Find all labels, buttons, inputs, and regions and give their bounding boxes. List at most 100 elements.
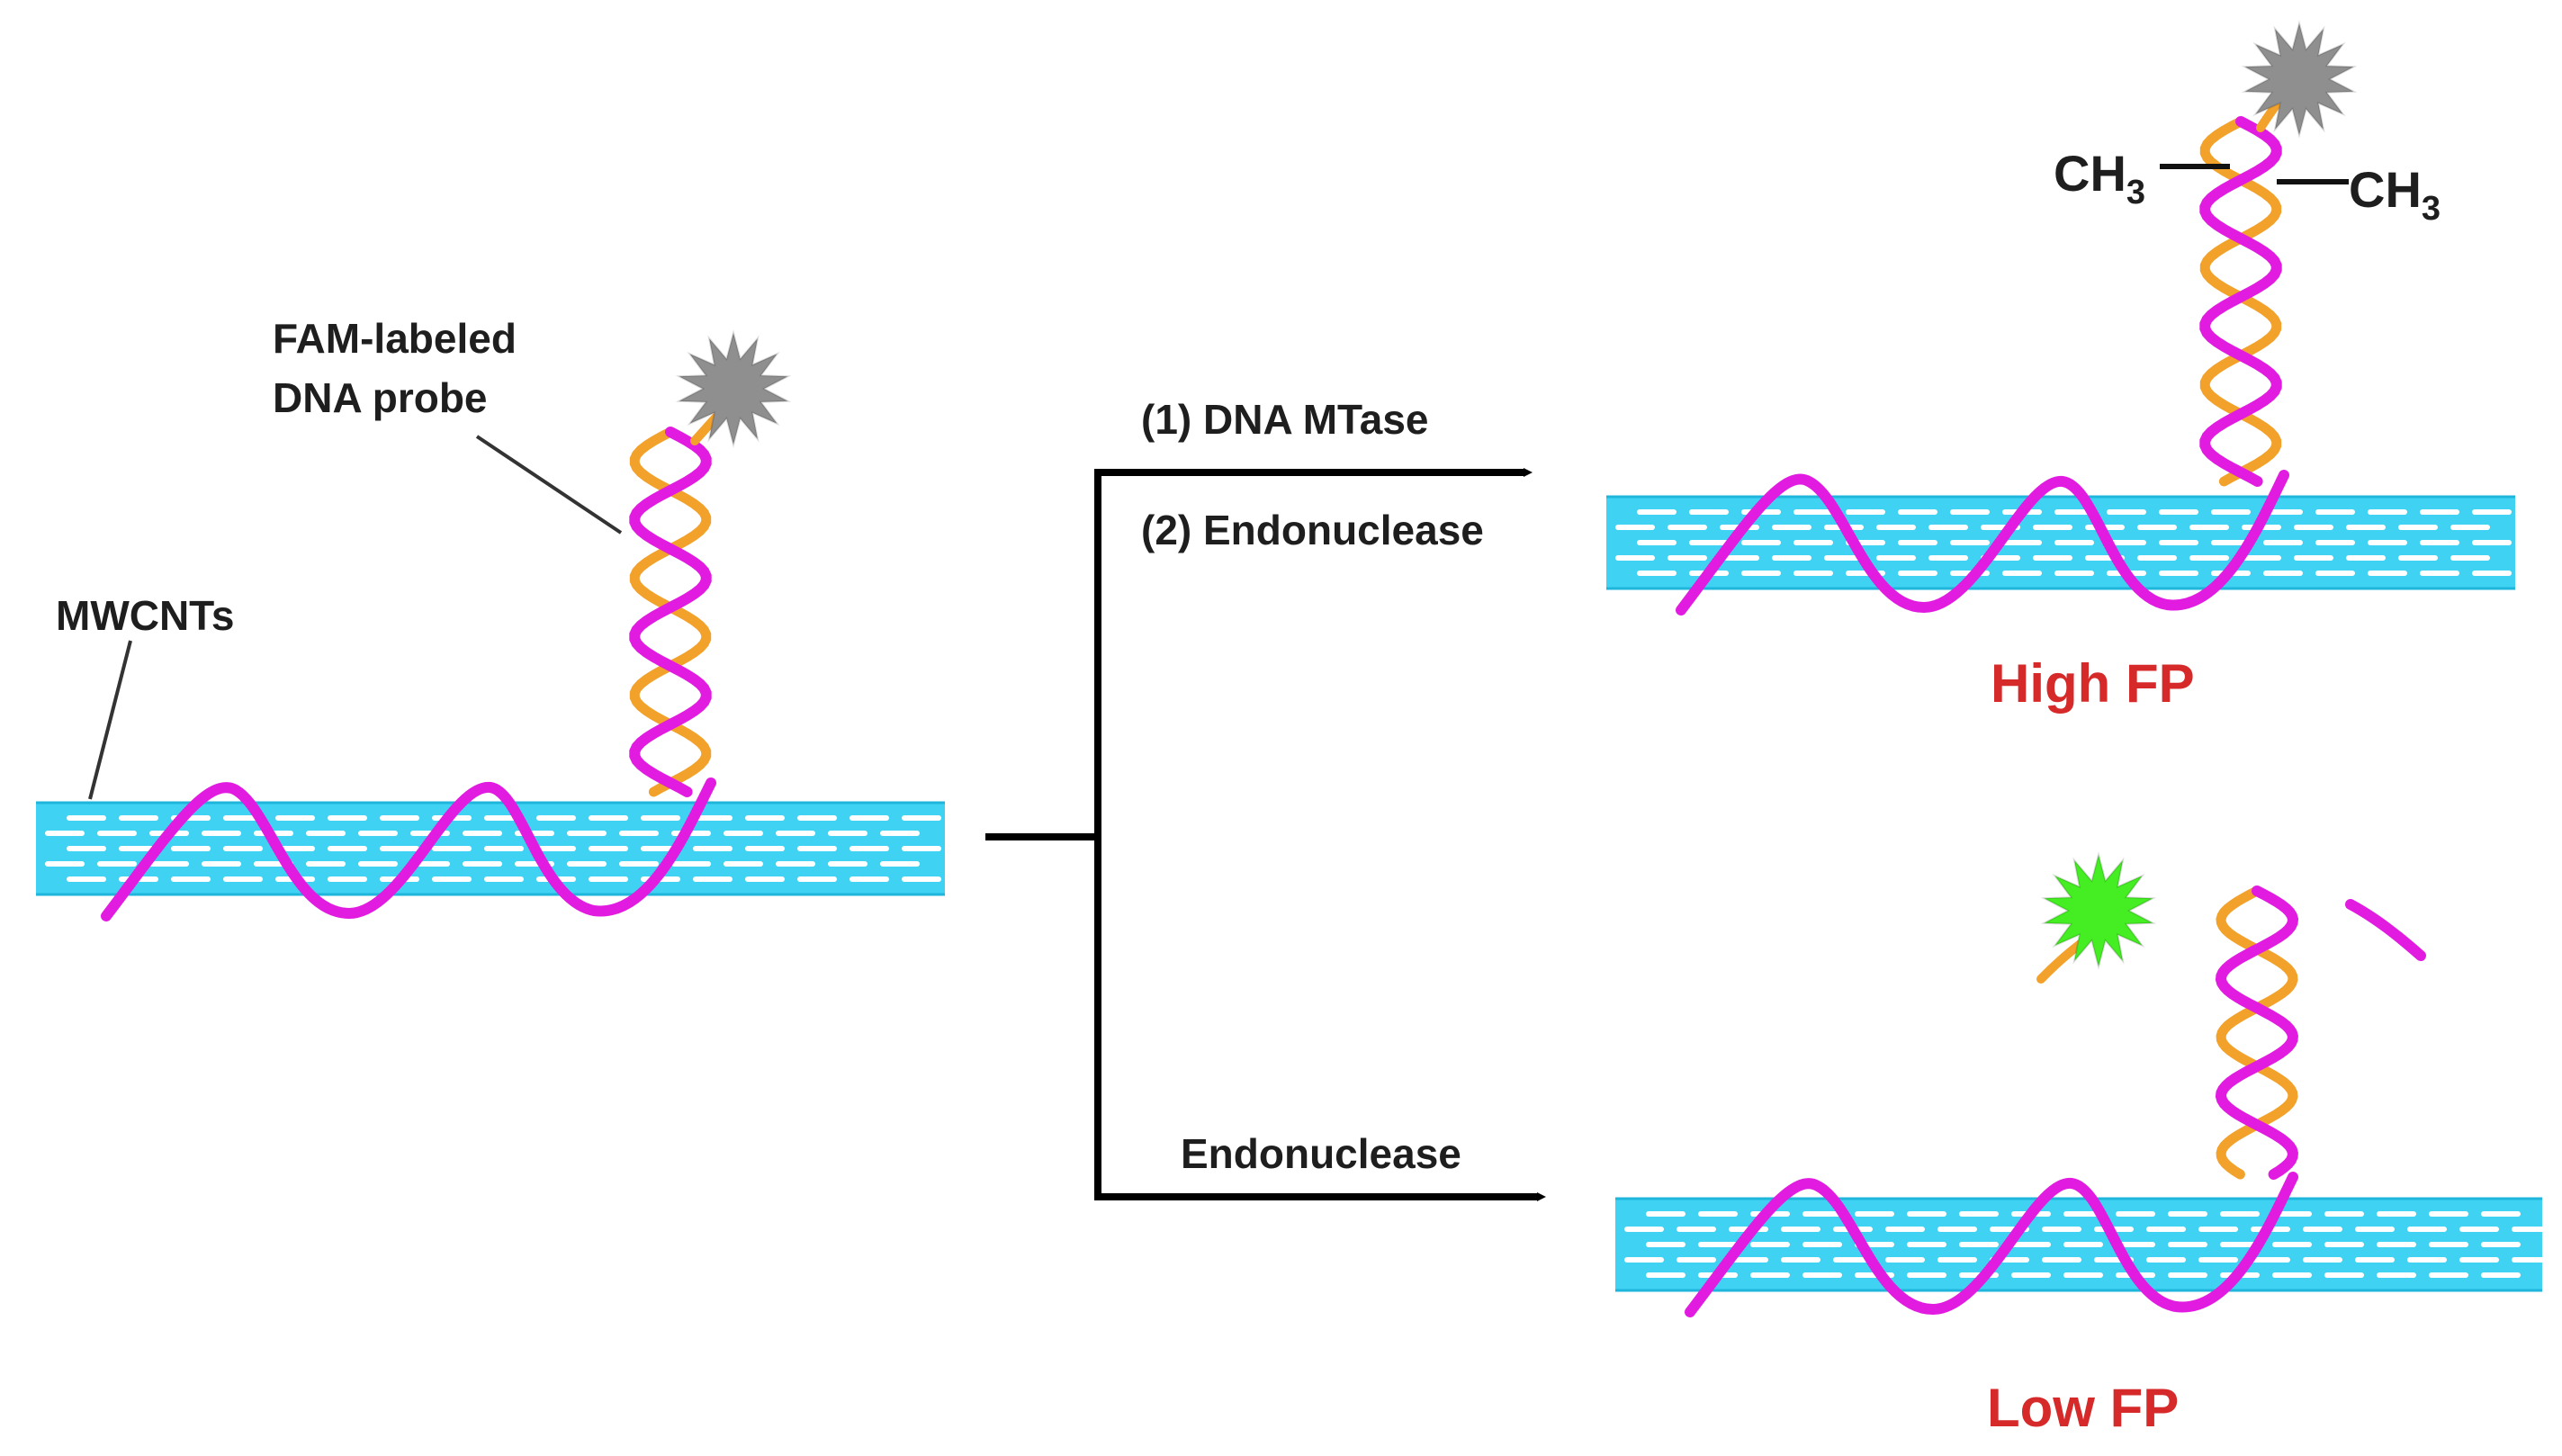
nanotube-stripe [1772,525,1811,530]
nanotube-stripe [2512,1257,2551,1263]
nanotube-stripe [2294,525,2333,530]
nanotube-stripe [693,876,733,882]
nanotube-stripe [1898,571,1937,576]
nanotube-stripe [1637,571,1677,576]
fluorophore-star-icon [2241,20,2358,139]
nanotube-stripe [275,815,315,821]
nanotube-stripe [536,815,576,821]
nanotube-stripe [2272,1211,2312,1217]
nanotube-stripe [328,815,367,821]
nanotube-stripe [1793,571,1833,576]
nanotube-stripe [2042,1257,2081,1263]
nanotube-stripe [2198,1227,2238,1232]
nanotube-stripe [1793,540,1833,545]
nanotube-stripe [202,831,241,836]
nanotube-stripe [2063,1242,2103,1247]
nanotube-stripe [671,861,711,867]
branch-connector [985,472,1101,1197]
nanotube-stripe [1741,540,1781,545]
nanotube-stripe [850,815,889,821]
fluorophore-star-icon [2040,851,2157,970]
nanotube-stripe [1885,1227,1925,1232]
nanotube-stripe [2033,555,2072,561]
nanotube-stripe [1781,1227,1820,1232]
nanotube-stripe [2368,509,2407,515]
nanotube-stripe [223,876,263,882]
nanotube-stripe [2324,1272,2364,1278]
nanotube-stripe [97,861,137,867]
nanotube-stripe [2346,525,2386,530]
nanotube-stripe [1646,1272,1686,1278]
nanotube-stripe [1959,1211,1999,1217]
nanotube-stripe [2011,1272,2051,1278]
nanotube-stripe [171,846,211,851]
nanotube-stripe [641,815,680,821]
nanotube-stripe [1937,1257,1977,1263]
nanotube-stripe [2168,1272,2207,1278]
nanotube-stripe [1885,1257,1925,1263]
nanotube-stripe [1898,509,1937,515]
nanotube-stripe [2159,509,2198,515]
nanotube-stripe [358,861,398,867]
nanotube-stripe [2159,571,2198,576]
nanotube-stripe [589,815,628,821]
nanotube-stripe [589,876,628,882]
nanotube-stripe [1959,1242,1999,1247]
nanotube-stripe [2159,540,2198,545]
nanotube-stripe [1876,555,1916,561]
nanotube-stripe [2324,1211,2364,1217]
nanotube-stripe [1741,571,1781,576]
nanotube-stripe [1781,1257,1820,1263]
nanotube-stripe [2137,525,2177,530]
nanotube-stripe [2211,540,2251,545]
nanotube-stripe [1898,540,1937,545]
lower-branch-label: Endonuclease [1181,1130,1461,1177]
nanotube-stripe [1846,509,1885,515]
nanotube-stripe [2355,1227,2395,1232]
nanotube-stripe [902,876,941,882]
step1-label: (1) DNA MTase [1141,396,1428,443]
nanotube-stripe [2459,1257,2499,1263]
helix-strand-magenta [2199,116,2282,487]
nanotube-stripe [2368,540,2407,545]
nanotube-stripe [45,861,85,867]
nanotube-stripe [1637,509,1677,515]
nanotube-stripe [1668,555,1707,561]
nanotube-stripe [2377,1272,2416,1278]
nanotube-stripe [1646,1242,1686,1247]
nanotube-stripe [1907,1242,1946,1247]
nanotube-stripe [1950,509,1990,515]
nanotube-stripe [2063,1272,2103,1278]
nanotube-stripe [797,846,837,851]
nanotube-stripe [1793,509,1833,515]
nanotube-stripe [2116,1242,2155,1247]
star-core [2071,883,2126,939]
nanotube-stripe [2303,1257,2342,1263]
nanotube-stripe [776,861,815,867]
nanotube-stripe [567,861,607,867]
nanotube-left [36,801,945,896]
nanotube-stripe [2429,1272,2468,1278]
nanotube-stripe [2459,1227,2499,1232]
nanotube-stripe [2294,555,2333,561]
nanotube-stripe [171,876,211,882]
nanotube-stripe [2054,540,2094,545]
nanotube-stripe [306,831,346,836]
nanotube-stripe [97,831,137,836]
nanotube-stripe [2420,540,2459,545]
nanotube-stripe [2303,1227,2342,1232]
nanotube-stripe [2472,571,2512,576]
nanotube-stripe [2263,509,2303,515]
nanotube-stripe [1615,555,1655,561]
nanotube-stripe [1928,555,1968,561]
nanotube-stripe [2429,1242,2468,1247]
nanotube-stripe [850,846,889,851]
nanotube-stripe [1802,1242,1842,1247]
nanotube-stripe [2346,555,2386,561]
nanotube-stripe [2251,1257,2290,1263]
nanotube-stripe [67,846,106,851]
nanotube-stripe [2146,1227,2186,1232]
nanotube-stripe [380,846,419,851]
nanotube-stripe [1689,509,1729,515]
